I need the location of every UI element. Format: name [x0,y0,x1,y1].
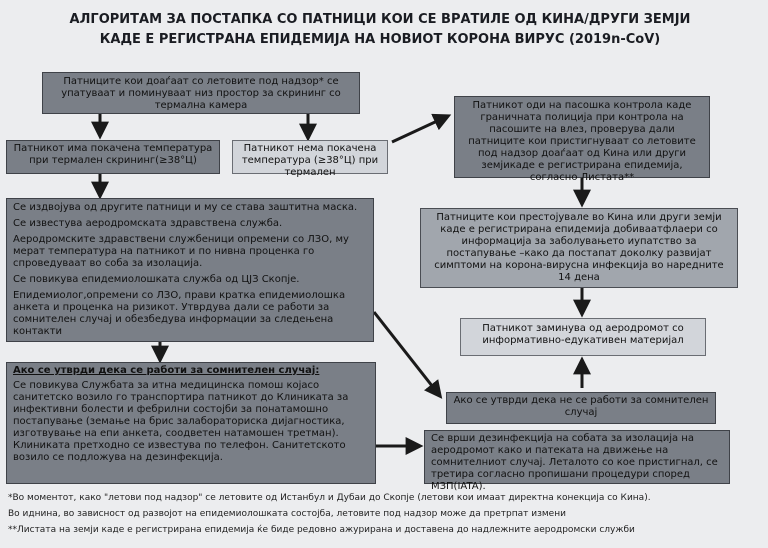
arrow-actions-to-not-suspect [372,311,443,399]
no-fever-text: Патникот нема покачена температура (≥38°… [241,143,379,178]
footnote-3: **Листата на земји каде е регистрирана е… [8,525,635,535]
arrow-no-fever-to-passport [391,113,452,144]
not-suspect-text: Ако се утврди дека не се работи за сомни… [453,395,709,418]
action-mask: Се издвојува од другите патници и му се … [13,202,358,213]
diagram-title-line-2: КАДЕ Е РЕГИСТРАНА ЕПИДЕМИЈА НА НОВИОТ КО… [99,32,661,47]
footnote-2: Во иднина, во зависност од развојот на е… [8,509,566,519]
passport-control-box: Патникот оди на пасошка контрола каде гр… [454,96,710,183]
action-epidemiologist-assessment: Епидемиолог,опремени со ЛЗО, прави кратк… [13,290,346,337]
start-screening-box: Патниците кои доаѓаат со летовите под на… [42,72,360,114]
passport-control-text: Патникот оди на пасошка контрола каде гр… [468,100,696,183]
leaves-airport-text: Патникот заминува од аеродромот со инфор… [482,323,684,346]
disinfection-box: Се врши дезинфекција на собата за изолац… [424,430,730,492]
suspect-case-box: Ако се утврди дека се работи за сомнител… [6,362,376,484]
not-suspect-box: Ако се утврди дека не се работи за сомни… [446,392,716,424]
action-call-epidemiology: Се повикува епидемиолошката служба од ЦЈ… [13,274,300,285]
isolation-actions-box: Се издвојува од другите патници и му се … [6,198,374,342]
disinfection-text: Се врши дезинфекција на собата за изолац… [431,433,718,492]
start-screening-text: Патниците кои доаѓаат со летовите под на… [61,76,341,111]
suspect-case-heading: Ако се утврди дека се работи за сомнител… [13,365,320,376]
fever-text: Патникот има покачена температура при те… [13,143,213,166]
footnote-1: *Во моментот, како "летови под надзор" с… [8,493,651,503]
diagram-title-line-1: АЛГОРИТАМ ЗА ПОСТАПКА СО ПАТНИЦИ КОИ СЕ … [69,12,691,27]
action-notify-health-service: Се известува аеродромската здравствена с… [13,218,283,229]
no-fever-box: Патникот нема покачена температура (≥38°… [232,140,388,178]
leaves-airport-box: Патникот заминува од аеродромот со инфор… [460,318,706,356]
leaflets-text: Патниците кои престојувале во Кина или д… [434,212,724,283]
fever-box: Патникот има покачена температура при те… [6,140,220,174]
action-measure-temperature: Аеродромските здравствени службеници опр… [13,234,349,269]
suspect-case-text: Се повикува Службата за итна медицинска … [13,380,349,463]
leaflets-box: Патниците кои престојувале во Кина или д… [420,208,738,288]
